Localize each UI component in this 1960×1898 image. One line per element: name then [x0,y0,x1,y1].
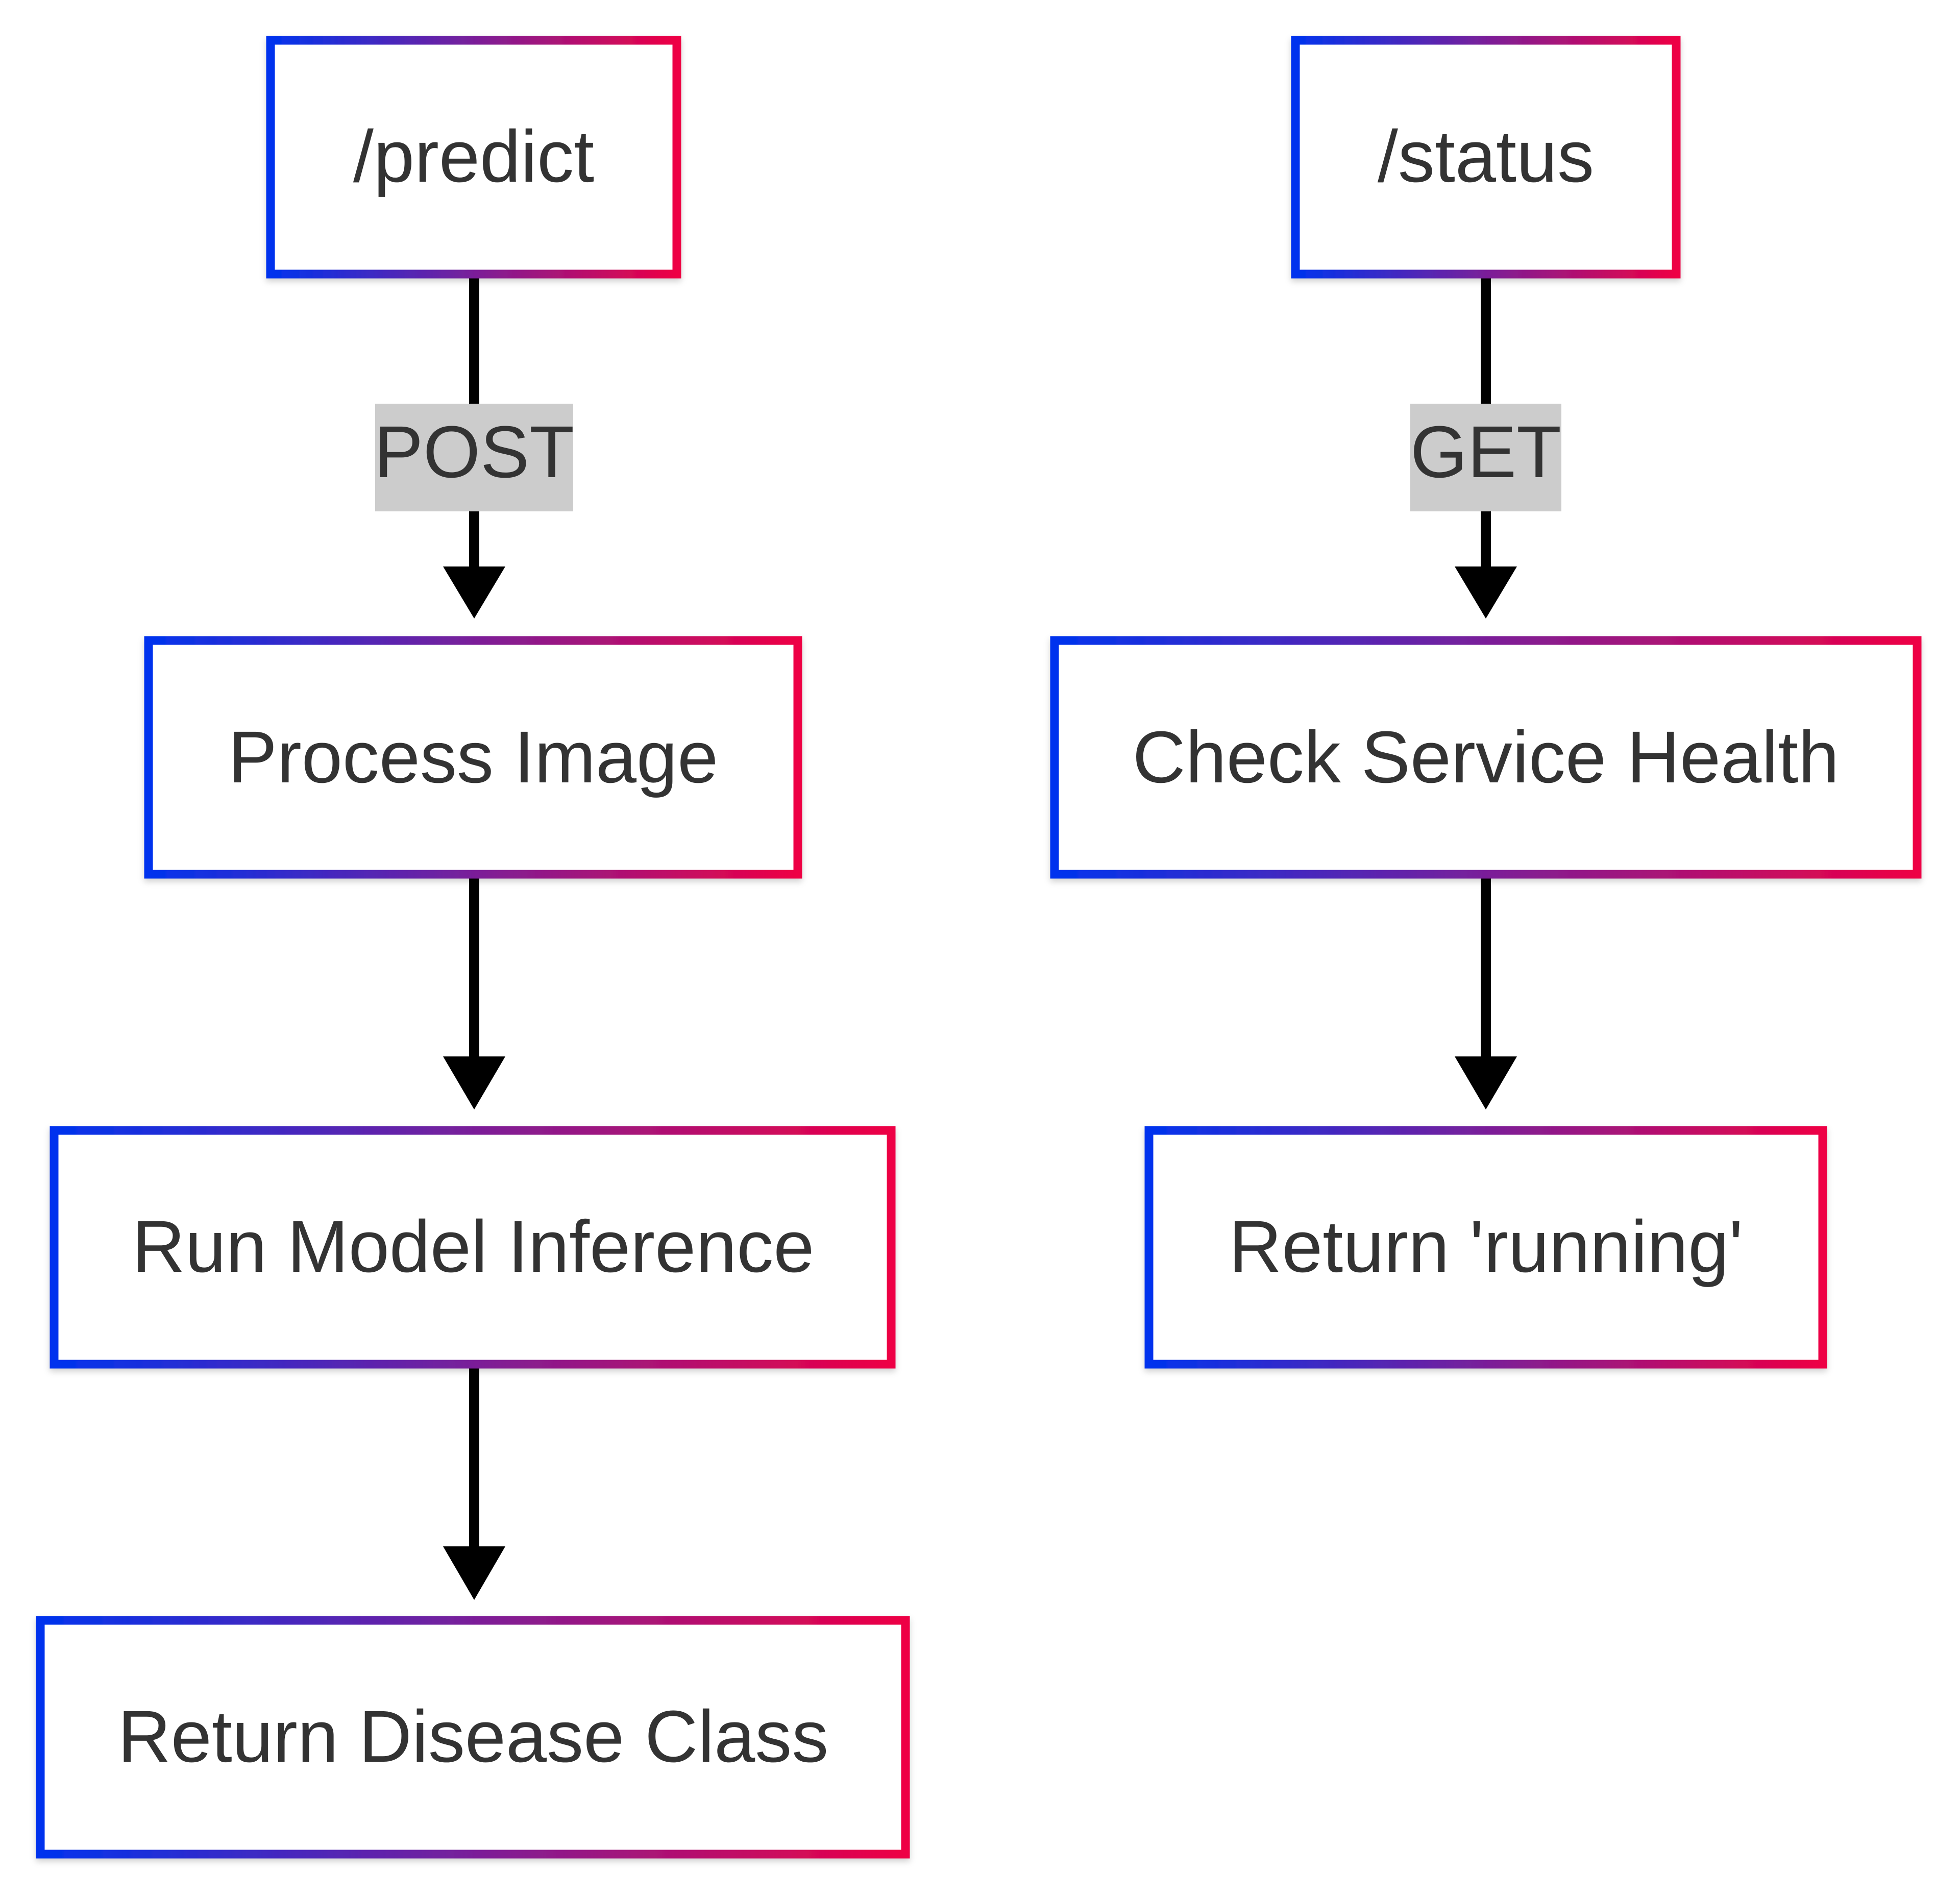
edge-health-to-running [1455,875,1517,1110]
edge-inference-to-class [443,1366,505,1600]
edge-arrowhead [443,1056,505,1110]
node-return-disease-class[interactable]: Return Disease Class [36,1616,910,1859]
node-label: Return 'running' [1229,1205,1743,1288]
edge-label-bg [375,404,573,511]
node-label: /status [1378,115,1594,198]
edge-label-bg [1410,404,1561,511]
node-status[interactable]: /status [1291,36,1681,279]
edge-arrowhead [443,1546,505,1600]
node-label: /predict [353,115,594,198]
edge-status-to-check-health: GET [1410,277,1561,619]
node-return-running[interactable]: Return 'running' [1144,1126,1827,1369]
edge-label-post: POST [374,411,574,493]
edge-process-to-inference [443,875,505,1110]
node-check-service-health[interactable]: Check Service Health [1050,636,1922,879]
node-label: Return Disease Class [118,1695,829,1778]
node-label: Check Service Health [1133,716,1840,798]
node-label: Run Model Inference [132,1205,815,1288]
edge-arrowhead [1455,1056,1517,1110]
node-run-model-inference[interactable]: Run Model Inference [50,1126,896,1369]
node-label: Process Image [228,716,718,798]
edge-arrowhead [1455,566,1517,619]
edge-arrowhead [443,566,505,619]
node-predict[interactable]: /predict [266,36,681,279]
edge-predict-to-process-image: POST [374,277,574,619]
node-process-image[interactable]: Process Image [144,636,802,879]
edge-label-get: GET [1410,411,1561,493]
